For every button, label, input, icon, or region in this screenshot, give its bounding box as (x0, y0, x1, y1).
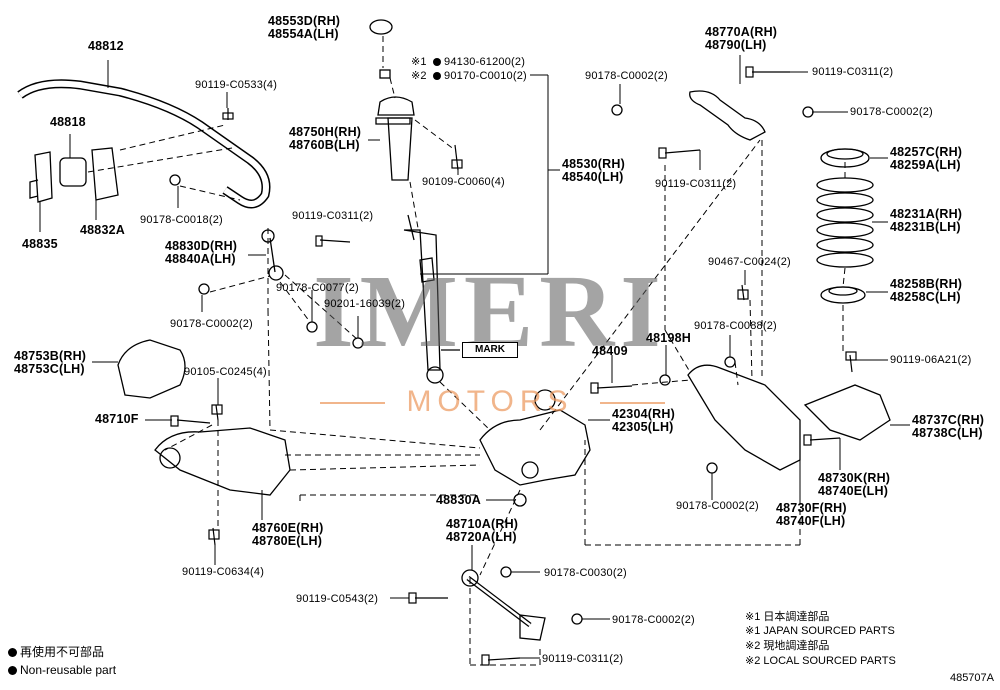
shock-absorber (403, 214, 441, 371)
label-90119-C0634: 90119-C0634(4) (182, 566, 265, 578)
note-4: ※2 LOCAL SOURCED PARTS (745, 655, 896, 667)
label-90201-16039: 90201-16039(2) (324, 298, 406, 310)
label-48832A: 48832A (80, 223, 125, 237)
label-48835: 48835 (22, 237, 58, 251)
arm-bracket (803, 384, 891, 441)
legend-row-2: Non-reusable part (8, 663, 116, 677)
bump-stopper (377, 96, 415, 116)
label-90109-C0060: 90109-C0060(4) (422, 176, 505, 188)
mark-label: MARK (462, 342, 518, 358)
label-90178-C0002-d: 90178-C0002(2) (676, 500, 759, 512)
marker-1: ※1 (411, 56, 427, 68)
label-48818: 48818 (50, 115, 86, 129)
legend-text-en: Non-reusable part (20, 663, 117, 677)
label-42304: 42304(RH) 42305(LH) (612, 407, 675, 434)
label-90170-C0010: 90170-C0010(2) (444, 70, 527, 82)
label-48530: 48530(RH) 48540(LH) (562, 157, 625, 184)
marker-2: ※2 (411, 70, 427, 82)
label-90119-C0533: 90119-C0533(4) (195, 79, 278, 91)
stabilizer-bushing (59, 157, 87, 187)
label-90467-C0024: 90467-C0024(2) (708, 256, 791, 268)
rear-axle-carrier (479, 409, 591, 486)
label-48730K: 48730K(RH) 48740E(LH) (818, 471, 891, 498)
label-90119-C0543: 90119-C0543(2) (296, 593, 379, 605)
label-90178-C0002-c: 90178-C0002(2) (850, 106, 933, 118)
label-90119-C0311-b: 90119-C0311(2) (812, 66, 894, 78)
watermark-line-left (320, 402, 385, 404)
label-90178-C0030: 90178-C0030(2) (544, 567, 627, 579)
label-90178-C0088: 90178-C0088(2) (694, 320, 777, 332)
label-48760E: 48760E(RH) 48780E(LH) (252, 521, 324, 548)
legend-dot-icon (8, 648, 17, 657)
dashed-lines (87, 36, 846, 666)
label-48231A: 48231A(RH) 48231B(LH) (890, 207, 963, 234)
label-48830A: 48830A (436, 493, 481, 507)
note-1: ※1 日本調達部品 (745, 611, 830, 623)
bolts (170, 66, 857, 666)
label-94130-61200: 94130-61200(2) (444, 56, 526, 68)
note-2: ※1 JAPAN SOURCED PARTS (745, 625, 895, 637)
leader-lines (39, 55, 910, 659)
watermark-sub: MOTORS (406, 385, 574, 418)
coil-spring (816, 177, 874, 268)
label-90119-06A21: 90119-06A21(2) (890, 354, 972, 366)
label-48812: 48812 (88, 39, 124, 53)
stabilizer-bracket-48835 (29, 151, 53, 203)
non-reusable-markers (433, 58, 441, 80)
label-48750H: 48750H(RH) 48760B(LH) (289, 125, 362, 152)
label-90119-C0311-d: 90119-C0311(2) (542, 653, 624, 665)
label-48258B: 48258B(RH) 48258C(LH) (890, 277, 963, 304)
watermark-line-right (600, 402, 665, 404)
label-48770A: 48770A(RH) 48790(LH) (705, 25, 778, 52)
label-90178-C0002-a: 90178-C0002(2) (170, 318, 253, 330)
legend-row-1: 再使用不可部品 (8, 645, 104, 659)
upper-arm (689, 90, 766, 141)
label-90119-C0311-a: 90119-C0311(2) (292, 210, 374, 222)
stabilizer-bracket (91, 147, 119, 201)
label-90178-C0018: 90178-C0018(2) (140, 214, 223, 226)
lower-arm-front (154, 427, 291, 496)
label-90178-C0077: 90178-C0077(2) (276, 282, 359, 294)
label-48553D: 48553D(RH) 48554A(LH) (268, 14, 341, 41)
arm-cover (117, 339, 186, 399)
label-48737C: 48737C(RH) 48738C(LH) (912, 413, 985, 440)
label-48710A: 48710A(RH) 48720A(LH) (446, 517, 519, 544)
label-90178-C0002-e: 90178-C0002(2) (612, 614, 695, 626)
legend-text-jp: 再使用不可部品 (20, 645, 105, 659)
label-90105-C0245: 90105-C0245(4) (184, 366, 267, 378)
note-3: ※2 現地調達部品 (745, 640, 830, 652)
label-48753B: 48753B(RH) 48753C(LH) (14, 349, 87, 376)
spring-seat-cap (369, 19, 393, 35)
label-48198H: 48198H (646, 331, 691, 345)
label-48257C: 48257C(RH) 48259A(LH) (890, 145, 963, 172)
label-48730F: 48730F(RH) 48740F(LH) (776, 501, 847, 528)
label-90119-C0311-c: 90119-C0311(2) (655, 178, 737, 190)
label-90178-C0002-b: 90178-C0002(2) (585, 70, 668, 82)
label-48409: 48409 (592, 344, 628, 358)
lower-arm-rear (687, 364, 801, 471)
legend-dot-icon (8, 666, 17, 675)
label-48710F: 48710F (95, 412, 139, 426)
label-48830D: 48830D(RH) 48840A(LH) (165, 239, 238, 266)
diagram-reference-number: 485707A (949, 672, 994, 684)
